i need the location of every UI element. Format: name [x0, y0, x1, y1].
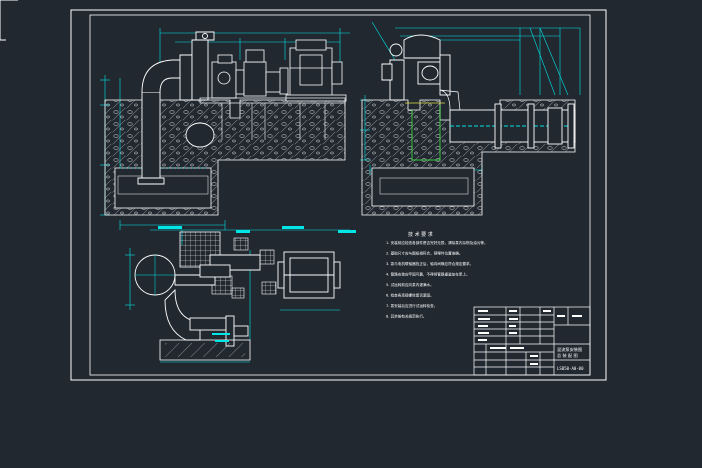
motor-plan[interactable] [277, 251, 341, 299]
motor[interactable] [285, 39, 347, 102]
note-item: 6. 检查各连接螺栓是否紧固。 [386, 293, 434, 298]
water-level-lines [405, 102, 445, 161]
plan-pipework[interactable] [164, 254, 261, 347]
base-frame [199, 97, 346, 104]
drawing-subtitle: 总 装 配 图 [557, 352, 578, 359]
notes-title: 技 术 要 求 [408, 231, 433, 238]
plan-view[interactable] [125, 226, 356, 363]
grid-block-d [261, 281, 277, 295]
suction-pipe[interactable] [137, 59, 181, 185]
note-item: 5. 试运转前应向泵内灌满水。 [386, 282, 434, 287]
note-item: 7. 泵安装后应进行试运转检查。 [386, 303, 437, 308]
note-item: 3. 泵与电机联轴器找正后，轴向间隙应符合规定要求。 [386, 261, 473, 266]
crosshair-icon [0, 0, 18, 41]
note-item: 4. 管路安装应牢固可靠，不得将管路重量加在泵上。 [386, 272, 470, 277]
anchor-bolts [221, 103, 326, 140]
drawing-title: 混流泵安装图 [557, 346, 582, 353]
pump-side-body[interactable] [381, 34, 451, 101]
technical-notes: 技 术 要 求 1. 安装前应检查各部件是否完好无损，清除泵内杂物及油污等。 2.… [386, 231, 488, 319]
discharge-elbow[interactable] [179, 31, 215, 101]
callout-labels [158, 226, 356, 342]
grid-block-b [233, 237, 249, 251]
suction-pit-side [371, 167, 475, 207]
note-item: 1. 安装前应检查各部件是否完好无损，清除泵内杂物及油污等。 [386, 240, 488, 245]
drawing-number: LSB50-A0-00 [557, 366, 584, 371]
pump-unit[interactable] [211, 49, 289, 99]
grid-block-c [259, 249, 275, 265]
side-view[interactable] [360, 21, 581, 216]
note-item: 8. 其余按有关规范执行。 [386, 314, 427, 319]
notes-list: 1. 安装前应检查各部件是否完好无损，清除泵内杂物及油污等。 2. 基础尺寸应与图… [386, 240, 488, 319]
title-block[interactable] [473, 306, 591, 376]
discharge-pipe-side[interactable] [449, 103, 576, 149]
suction-pit [114, 167, 212, 209]
outlet-pipe-section[interactable] [185, 122, 215, 148]
front-view[interactable] [100, 28, 350, 230]
sheet-outer-border [70, 9, 607, 381]
base-plate-plan [159, 339, 251, 361]
sheet-inner-border [89, 14, 591, 376]
title-block-glyphs [478, 310, 582, 365]
grid-block-f [231, 287, 245, 299]
note-item: 2. 基础尺寸应与图纸相符合，预埋件位置准确。 [386, 251, 462, 256]
